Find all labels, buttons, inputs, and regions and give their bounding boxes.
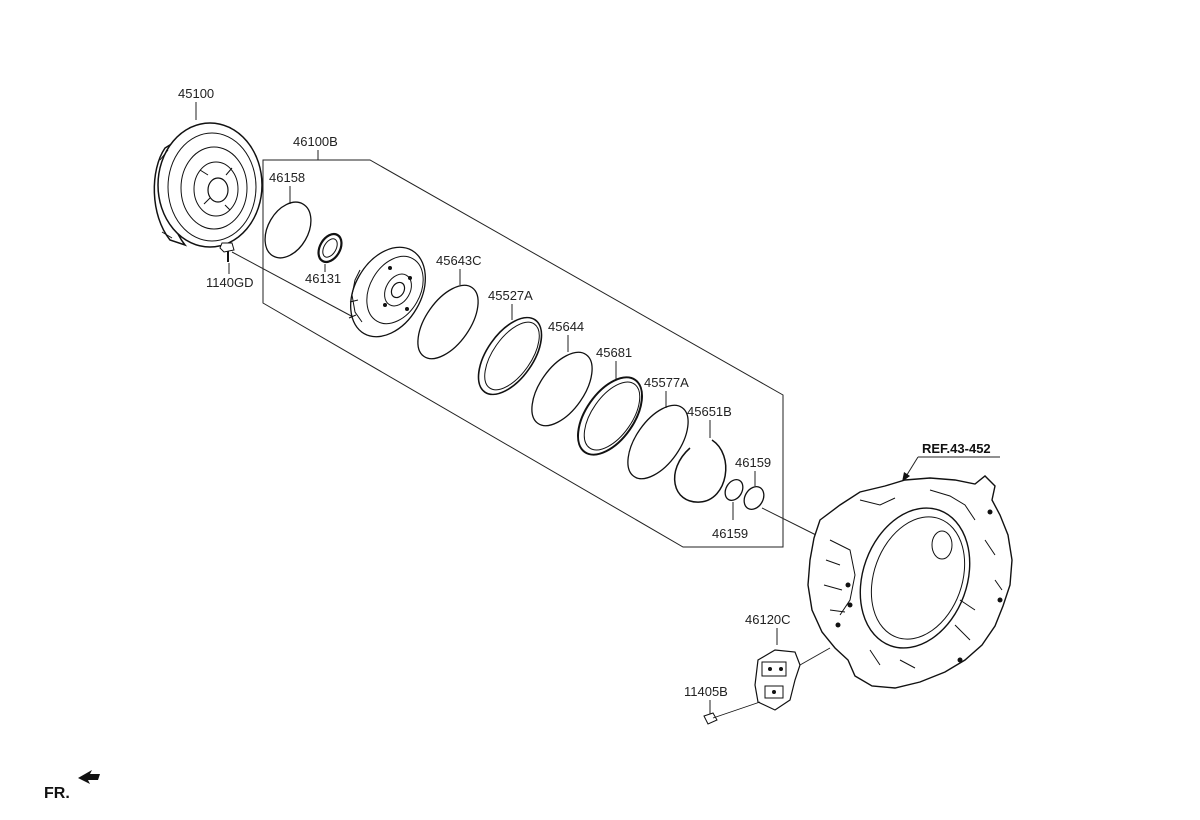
seal-46131[interactable] <box>314 230 346 266</box>
valve-axis-line <box>799 647 831 666</box>
label-11405b: 11405B <box>684 684 728 699</box>
oil-pump[interactable] <box>335 234 440 350</box>
bolt-axis-line <box>231 251 356 319</box>
label-46159-bottom: 46159 <box>712 526 748 541</box>
transmission-housing[interactable] <box>807 475 1013 689</box>
ring-45644[interactable] <box>520 342 604 436</box>
bolt-1140gd[interactable] <box>219 242 235 262</box>
label-46131: 46131 <box>305 271 341 286</box>
o-ring-46158[interactable] <box>256 194 321 266</box>
label-46159-top: 46159 <box>735 455 771 470</box>
label-45577a: 45577A <box>644 375 689 390</box>
label-45100: 45100 <box>178 86 214 101</box>
front-arrow-icon <box>78 770 100 784</box>
label-46120c: 46120C <box>745 612 791 627</box>
torque-converter[interactable] <box>153 122 263 248</box>
o-ring-46159-outer[interactable] <box>740 483 768 513</box>
label-46158: 46158 <box>269 170 305 185</box>
label-45644: 45644 <box>548 319 584 334</box>
label-45651b: 45651B <box>687 404 732 419</box>
bolt-11405b[interactable] <box>703 701 761 725</box>
ring-45577a[interactable] <box>616 395 700 489</box>
valve-46120c[interactable] <box>754 649 801 711</box>
label-45527a: 45527A <box>488 288 533 303</box>
ring-45681[interactable] <box>565 366 655 466</box>
label-1140gd: 1140GD <box>206 275 253 290</box>
ring-45527a[interactable] <box>466 307 554 405</box>
ref-arrowhead <box>902 472 910 482</box>
front-marker-label: FR. <box>44 785 70 802</box>
kit-outline-46100b <box>262 150 784 548</box>
o-ring-46159-inner[interactable] <box>722 476 747 503</box>
label-45681: 45681 <box>596 345 632 360</box>
label-45643c: 45643C <box>436 253 482 268</box>
assembly-axis-line <box>761 507 819 537</box>
label-ref-housing: REF.43-452 <box>922 441 991 456</box>
label-46100b: 46100B <box>293 134 338 149</box>
ring-45643c[interactable] <box>406 275 490 369</box>
snap-ring-45651b[interactable] <box>673 439 727 503</box>
